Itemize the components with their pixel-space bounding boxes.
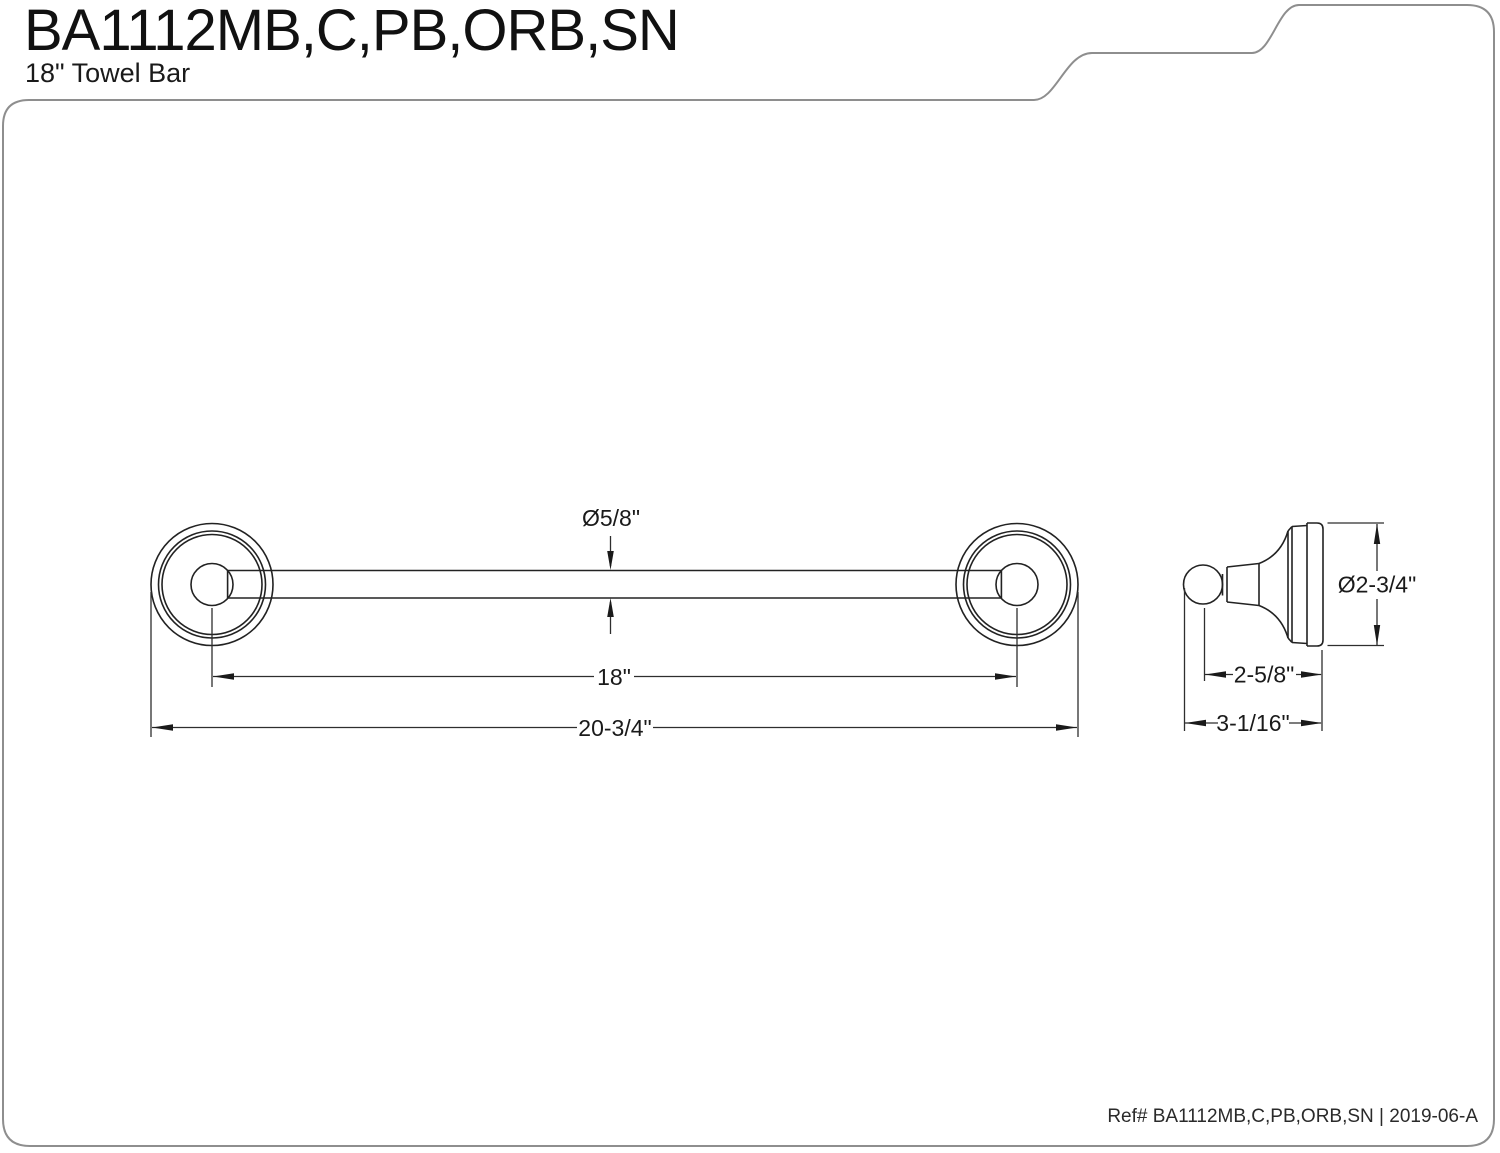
- dim-label-flange-diameter: Ø2-3/4": [1338, 572, 1416, 598]
- ball-wall-arrow-left: [1205, 671, 1226, 678]
- side-ring-top: [1291, 524, 1308, 528]
- projection-arrow-right: [1301, 719, 1322, 727]
- projection-arrow-left: [1185, 719, 1206, 727]
- dim-label-bar-diameter: Ø5/8": [582, 505, 640, 531]
- flange-dia-arrow-down: [1373, 625, 1381, 646]
- bar-dia-arrow-down: [607, 551, 614, 570]
- c2c-arrow-left: [213, 673, 234, 680]
- front-view: Ø5/8" 18" 20-3/4": [150, 505, 1079, 741]
- bar-dia-arrow-up: [607, 598, 614, 617]
- side-ball: [1182, 564, 1224, 605]
- flange-dia-arrow-up: [1373, 523, 1381, 544]
- page-subtitle: 18" Towel Bar: [25, 58, 191, 88]
- ball-wall-arrow-right: [1301, 671, 1322, 678]
- reference-note: Ref# BA1112MB,C,PB,ORB,SN | 2019-06-A: [1107, 1106, 1478, 1127]
- overall-arrow-right: [1056, 724, 1077, 731]
- right-post-ball: [995, 562, 1039, 607]
- dim-label-ball-center-to-wall: 2-5/8": [1234, 662, 1295, 688]
- side-wall-plate: [1307, 522, 1324, 647]
- c2c-arrow-right: [995, 673, 1016, 680]
- dim-label-center-to-center: 18": [597, 664, 631, 690]
- sheet-border: [2, 4, 1495, 1147]
- page-title: BA1112MB,C,PB,ORB,SN: [24, 0, 680, 63]
- side-bell-top: [1258, 530, 1289, 565]
- side-ring-bottom: [1291, 641, 1308, 645]
- overall-arrow-left: [152, 724, 173, 731]
- left-post-ball: [190, 562, 234, 607]
- side-stem-top: [1226, 562, 1260, 568]
- dim-label-overall-length: 20-3/4": [578, 715, 651, 741]
- side-bell-bottom: [1258, 604, 1289, 639]
- side-view: Ø2-3/4" 2-5/8" 3-1/16": [1182, 522, 1416, 736]
- side-stem-bottom: [1226, 601, 1260, 607]
- dim-label-overall-projection: 3-1/16": [1216, 710, 1289, 736]
